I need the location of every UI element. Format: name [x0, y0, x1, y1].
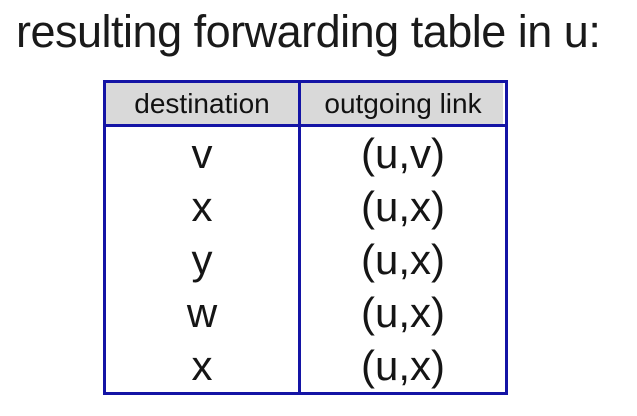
table-row: x (u,x) [103, 339, 508, 394]
table-row: y (u,x) [103, 233, 508, 286]
page-title: resulting forwarding table in u: [16, 6, 601, 57]
outgoing-link-cell: (u,v) [298, 125, 508, 180]
table-row: x (u,x) [103, 180, 508, 233]
outgoing-link-cell: (u,x) [298, 286, 508, 339]
destination-cell: w [103, 286, 301, 339]
table-row: w (u,x) [103, 286, 508, 339]
outgoing-link-cell: (u,x) [298, 180, 508, 233]
outgoing-link-cell: (u,x) [298, 233, 508, 286]
destination-cell: v [103, 125, 301, 180]
header-outgoing-link: outgoing link [298, 80, 508, 127]
destination-cell: y [103, 233, 301, 286]
destination-cell: x [103, 180, 301, 233]
destination-cell: x [103, 339, 301, 394]
outgoing-link-cell: (u,x) [298, 339, 508, 394]
forwarding-table: destination outgoing link v (u,v) x (u,x… [103, 80, 508, 395]
header-destination: destination [103, 80, 301, 127]
table-row: v (u,v) [103, 125, 508, 180]
table-header-row: destination outgoing link [103, 80, 508, 127]
